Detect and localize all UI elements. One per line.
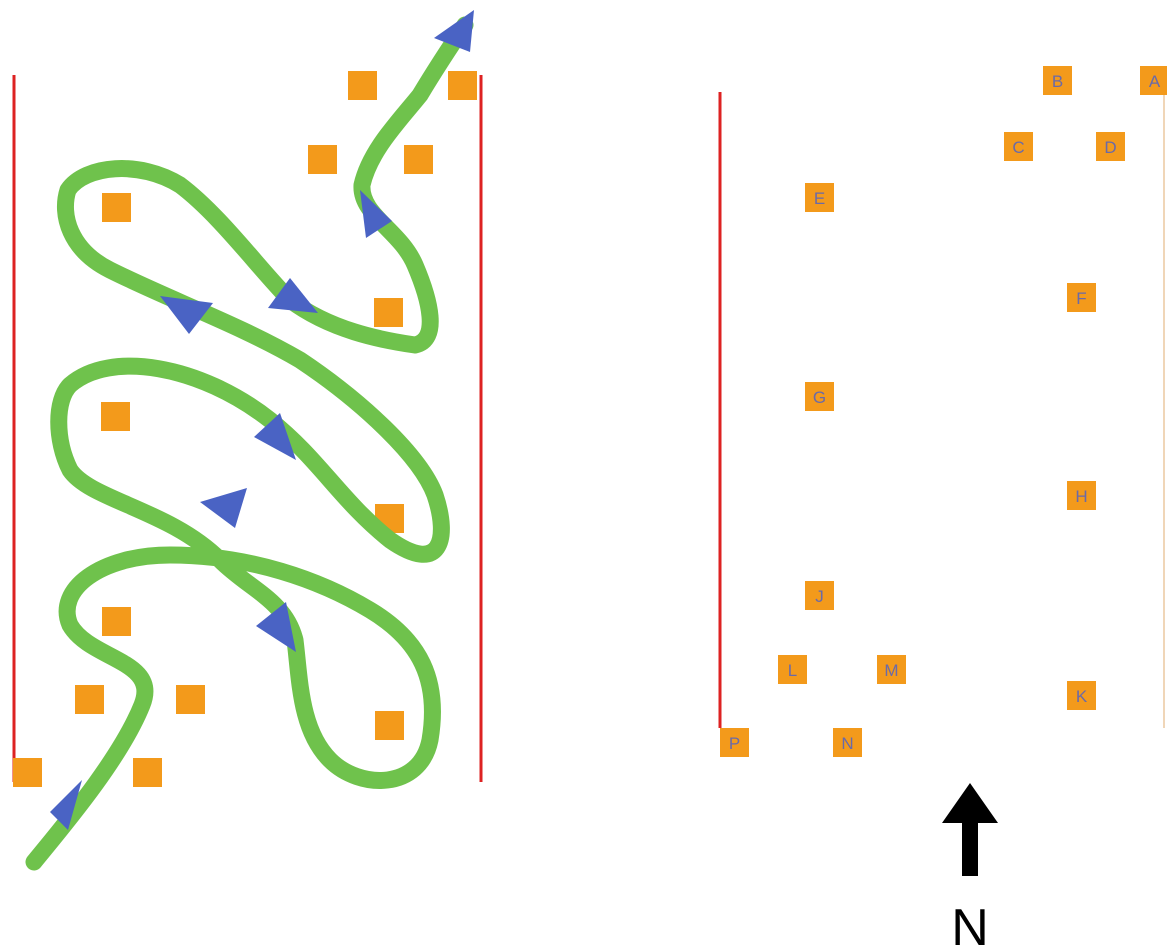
marker-label: N: [841, 734, 853, 753]
north-arrow-icon: [942, 783, 998, 876]
marker-square: [833, 728, 862, 757]
direction-arrowhead: [256, 602, 296, 652]
marker-e: E: [805, 183, 834, 212]
direction-arrowhead: [50, 780, 82, 830]
plain-marker: [13, 758, 42, 787]
marker-c: C: [1004, 132, 1033, 161]
marker-d: D: [1096, 132, 1125, 161]
marker-square: [805, 382, 834, 411]
marker-label: A: [1149, 72, 1161, 91]
direction-arrowhead: [160, 296, 213, 334]
marker-n: N: [833, 728, 862, 757]
marker-g: G: [805, 382, 834, 411]
plain-marker: [348, 71, 377, 100]
right-panel: A B C D E F G H J K L M N P: [718, 66, 1167, 757]
north-label: N: [951, 899, 989, 952]
direction-arrowhead: [360, 190, 392, 238]
marker-l: L: [778, 655, 807, 684]
marker-label: P: [729, 734, 740, 753]
direction-arrowhead: [434, 10, 474, 52]
marker-square: [720, 728, 749, 757]
plain-marker: [102, 193, 131, 222]
marker-label: E: [814, 189, 825, 208]
marker-m: M: [877, 655, 906, 684]
marker-square: [1067, 481, 1096, 510]
marker-b: B: [1043, 66, 1072, 95]
left-panel: [12, 10, 483, 871]
plain-marker: [133, 758, 162, 787]
marker-h: H: [1067, 481, 1096, 510]
marker-square: [1067, 681, 1096, 710]
direction-arrowhead: [268, 278, 318, 313]
plain-marker: [448, 71, 477, 100]
marker-label: K: [1076, 687, 1088, 706]
marker-label: G: [813, 388, 826, 407]
plain-marker: [375, 711, 404, 740]
plain-marker: [374, 298, 403, 327]
plain-marker: [75, 685, 104, 714]
marker-k: K: [1067, 681, 1096, 710]
plain-marker: [176, 685, 205, 714]
marker-j: J: [805, 581, 834, 610]
plain-marker: [101, 402, 130, 431]
marker-square: [778, 655, 807, 684]
marker-label: F: [1076, 289, 1086, 308]
marker-square: [1140, 66, 1167, 95]
marker-square: [1096, 132, 1125, 161]
compass: N: [942, 783, 998, 952]
marker-square: [1043, 66, 1072, 95]
marker-square: [877, 655, 906, 684]
marker-f: F: [1067, 283, 1096, 312]
marker-square: [1004, 132, 1033, 161]
marker-label: J: [815, 587, 824, 606]
marker-a: A: [1140, 66, 1167, 95]
left-markers: [13, 71, 477, 787]
direction-arrowhead: [254, 413, 296, 460]
marker-label: C: [1012, 138, 1024, 157]
plain-marker: [308, 145, 337, 174]
direction-arrowheads: [50, 10, 474, 830]
marker-label: L: [788, 661, 797, 680]
marker-square: [1067, 283, 1096, 312]
marker-square: [805, 581, 834, 610]
marker-label: D: [1104, 138, 1116, 157]
marker-label: H: [1075, 487, 1087, 506]
labeled-markers: A B C D E F G H J K L M N P: [720, 66, 1167, 757]
marker-square: [805, 183, 834, 212]
marker-label: M: [884, 661, 898, 680]
marker-p: P: [720, 728, 749, 757]
direction-arrowhead: [200, 488, 247, 528]
marker-label: B: [1052, 72, 1063, 91]
plain-marker: [102, 607, 131, 636]
plain-marker: [404, 145, 433, 174]
walking-path: [25, 16, 474, 871]
